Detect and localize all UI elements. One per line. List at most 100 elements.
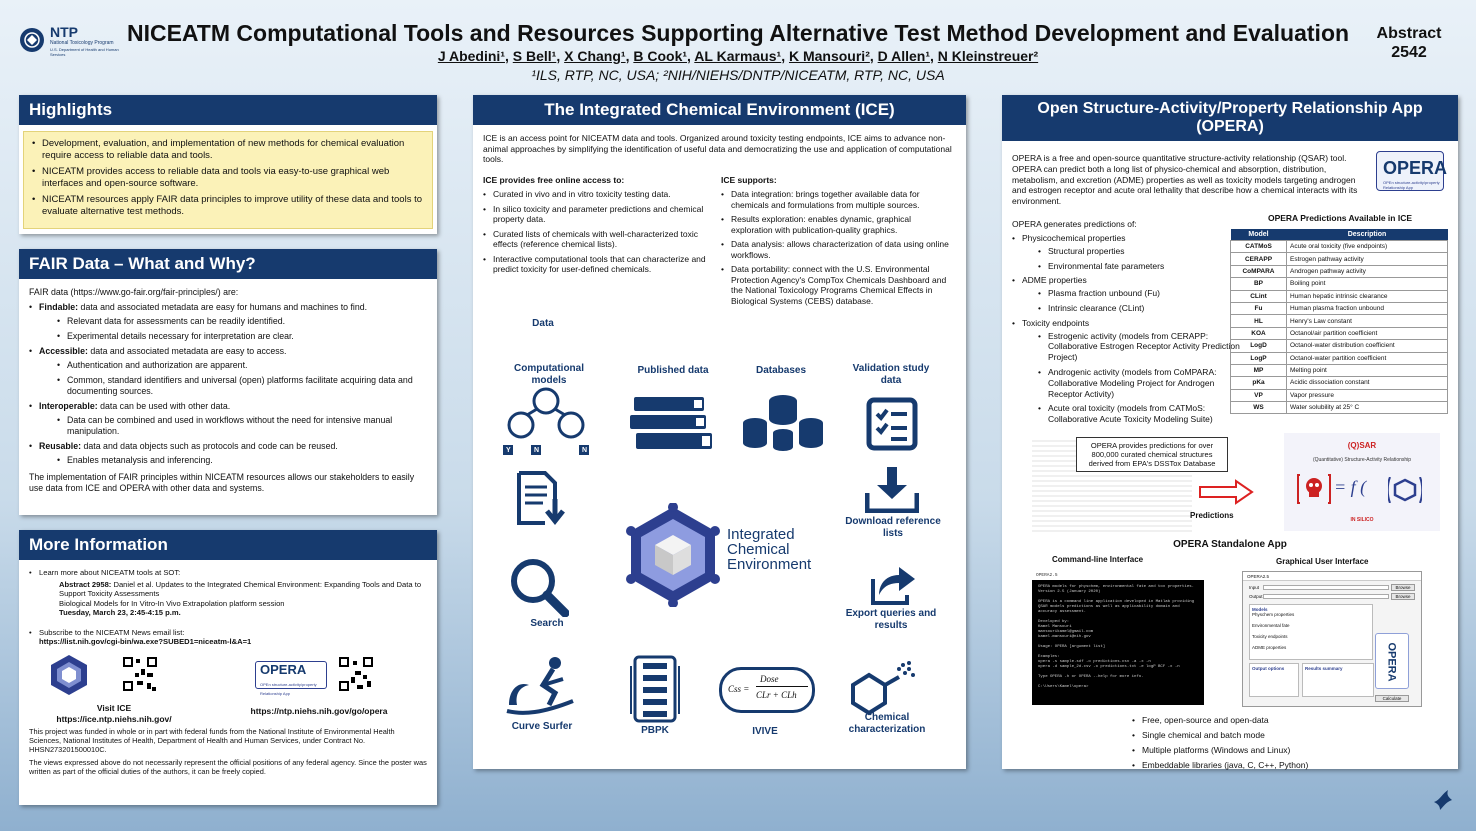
cli-window-title: OPERA2.5 bbox=[1032, 571, 1204, 580]
cli-line: C:\Users\Kamel\opera> bbox=[1038, 685, 1089, 689]
model-cell: CoMPARA bbox=[1230, 264, 1287, 279]
gui-output-label: Output bbox=[1249, 594, 1263, 599]
computational-models-icon bbox=[503, 387, 589, 455]
ice-supports-list: Data integration: brings together availa… bbox=[721, 189, 951, 306]
skull-icon bbox=[1297, 474, 1331, 504]
pbpk-label: PBPK bbox=[641, 725, 669, 736]
highlights-list: Development, evaluation, and implementat… bbox=[32, 138, 424, 218]
highlights-box: Development, evaluation, and implementat… bbox=[23, 131, 433, 229]
arrow-right-icon bbox=[1199, 479, 1254, 505]
table-header-description: Description bbox=[1286, 229, 1448, 241]
gui-options-heading: Output options bbox=[1252, 666, 1285, 671]
more-info-panel: More Information Learn more about NICEAT… bbox=[19, 530, 437, 805]
funding-text: This project was funded in whole or in p… bbox=[29, 726, 395, 754]
gui-window-title: OPERA2.5 bbox=[1243, 572, 1421, 581]
opera-logo-small-text: OPERA bbox=[260, 661, 307, 677]
fair-subpoint: Data can be combined and used in workflo… bbox=[57, 415, 427, 437]
opera-prediction-item: Acute oral toxicity (models from CATMoS:… bbox=[1038, 403, 1248, 425]
abstract-label: Abstract bbox=[1376, 25, 1442, 42]
fair-definition: data can be used with other data. bbox=[97, 401, 231, 411]
gui-calculate-button[interactable]: Calculate bbox=[1375, 695, 1409, 702]
sot-abstract-bold: Abstract 2958: bbox=[59, 579, 112, 589]
author-name: N Kleinstreuer² bbox=[937, 48, 1039, 64]
gui-opera-logo-text: OPERA bbox=[1385, 642, 1398, 682]
search-icon bbox=[511, 559, 569, 617]
gui-adme-group[interactable]: ADME properties bbox=[1252, 645, 1287, 650]
ivive-label: IVIVE bbox=[752, 726, 778, 737]
opera-title: Open Structure-Activity/Property Relatio… bbox=[1002, 95, 1458, 141]
opera-logo-large-text: OPERA bbox=[1383, 158, 1448, 178]
opera-prediction-category: Physicochemical propertiesStructural pro… bbox=[1012, 233, 1248, 271]
gui-physchem-group[interactable]: Physchem properties bbox=[1252, 612, 1295, 617]
author-name: AL Karmaus¹ bbox=[694, 48, 782, 64]
cli-line: OPERA models for physchem, environmental… bbox=[1038, 585, 1195, 589]
opera-predictions-tree: Physicochemical propertiesStructural pro… bbox=[1012, 233, 1248, 425]
opera-feature-item: Multiple platforms (Windows and Linux) bbox=[1132, 745, 1452, 756]
gui-browse-button[interactable]: Browse bbox=[1391, 584, 1415, 591]
gui-summary-heading: Results summary bbox=[1305, 666, 1343, 671]
cli-line: Type OPERA -h or OPERA --help for more i… bbox=[1038, 675, 1144, 679]
fair-definition: data and data objects such as protocols … bbox=[81, 441, 338, 451]
abstract-value: 2542 bbox=[1391, 44, 1427, 61]
ice-supports-item: Data integration: brings together availa… bbox=[721, 189, 951, 210]
abstract-number: Abstract 2542 bbox=[1364, 24, 1454, 62]
author-name: X Chang¹ bbox=[564, 48, 626, 64]
ice-access-item: Curated in vivo and in vitro toxicity te… bbox=[483, 189, 707, 200]
gui-opera-logo: OPERA bbox=[1375, 633, 1409, 689]
ice-logo-text: Integrated Chemical Environment bbox=[727, 527, 811, 572]
cli-line: Usage: OPERA [argument list] bbox=[1038, 645, 1106, 649]
ntp-logo-sub2: U.S. Department of Health and Human Serv… bbox=[50, 47, 119, 57]
opera-prediction-item: Intrinsic clearance (CLint) bbox=[1038, 303, 1248, 314]
opera-url-link[interactable]: https://ntp.niehs.nih.gov/go/opera bbox=[250, 705, 388, 716]
download-icon bbox=[865, 467, 919, 513]
list-url-link[interactable]: https://list.nih.gov/cgi-bin/wa.exe?SUBE… bbox=[39, 637, 252, 646]
subscribe-text: Subscribe to the NICEATM News email list… bbox=[39, 627, 185, 637]
fair-term: Interoperable: bbox=[39, 401, 98, 411]
published-data-label: Published data bbox=[637, 365, 709, 376]
fair-subpoint: Common, standard identifiers and univers… bbox=[57, 375, 427, 397]
model-cell: Fu bbox=[1230, 301, 1287, 316]
model-cell: KOA bbox=[1230, 326, 1287, 341]
opera-logo-large: OPERA OPEn structure-activity/property R… bbox=[1376, 151, 1448, 191]
highlight-item: NICEATM provides access to reliable data… bbox=[32, 166, 424, 190]
visit-ice-label: Visit ICE bbox=[96, 702, 132, 713]
cli-line: opera -s sample.sdf -o predictions.csv -… bbox=[1038, 660, 1151, 664]
gui-tox-group[interactable]: Toxicity endpoints bbox=[1252, 634, 1288, 639]
cli-output: OPERA models for physchem, environmental… bbox=[1038, 585, 1198, 690]
ice-panel: The Integrated Chemical Environment (ICE… bbox=[473, 95, 966, 769]
author-name: K Mansouri² bbox=[788, 48, 870, 64]
opera-feature-item: Embeddable libraries (java, C, C++, Pyth… bbox=[1132, 760, 1452, 771]
ice-access-heading: ICE provides free online access to: bbox=[483, 174, 625, 185]
opera-prediction-item: Plasma fraction unbound (Fu) bbox=[1038, 288, 1248, 299]
opera-feature-item: Free, open-source and open-data bbox=[1132, 715, 1452, 726]
ntp-logo-text: NTP bbox=[50, 24, 78, 40]
highlights-panel: Highlights Development, evaluation, and … bbox=[19, 95, 437, 234]
opera-prediction-item: Estrogenic activity (models from CERAPP:… bbox=[1038, 331, 1248, 363]
fair-list: Findable: data and associated metadata a… bbox=[29, 302, 427, 466]
gui-output-field[interactable] bbox=[1263, 594, 1389, 599]
ice-url-link[interactable]: https://ice.ntp.niehs.nih.gov/ bbox=[56, 713, 172, 724]
chemical-structure-icon bbox=[851, 661, 915, 716]
ice-logo-word-3: Environment bbox=[727, 556, 812, 573]
description-cell: Boiling point bbox=[1286, 277, 1448, 291]
ntp-logo-sub: National Toxicology Program bbox=[50, 40, 114, 46]
gui-envfate-group[interactable]: Environmental fate bbox=[1252, 623, 1290, 628]
books-icon bbox=[630, 397, 712, 449]
fair-definition: data and associated metadata are easy fo… bbox=[78, 302, 368, 312]
ivive-equation: Css = Dose CLr + CLh bbox=[719, 667, 815, 713]
ice-logo-word-2: Chemical bbox=[727, 541, 790, 558]
gui-input-label: Input bbox=[1249, 585, 1260, 590]
opera-qr-code-icon bbox=[337, 654, 375, 693]
description-cell: Vapor pressure bbox=[1286, 388, 1448, 403]
model-cell: pKa bbox=[1230, 376, 1287, 390]
cli-line: mansourikamel@gmail.com bbox=[1038, 630, 1094, 634]
gui-input-field[interactable] bbox=[1263, 585, 1389, 590]
curve-surfer-label: Curve Surfer bbox=[511, 721, 573, 732]
gui-browse-button-2[interactable]: Browse bbox=[1391, 593, 1415, 600]
qsar-title: (Q)SAR bbox=[1347, 441, 1377, 450]
opera-callout: OPERA provides predictions for over 800,… bbox=[1076, 437, 1228, 472]
